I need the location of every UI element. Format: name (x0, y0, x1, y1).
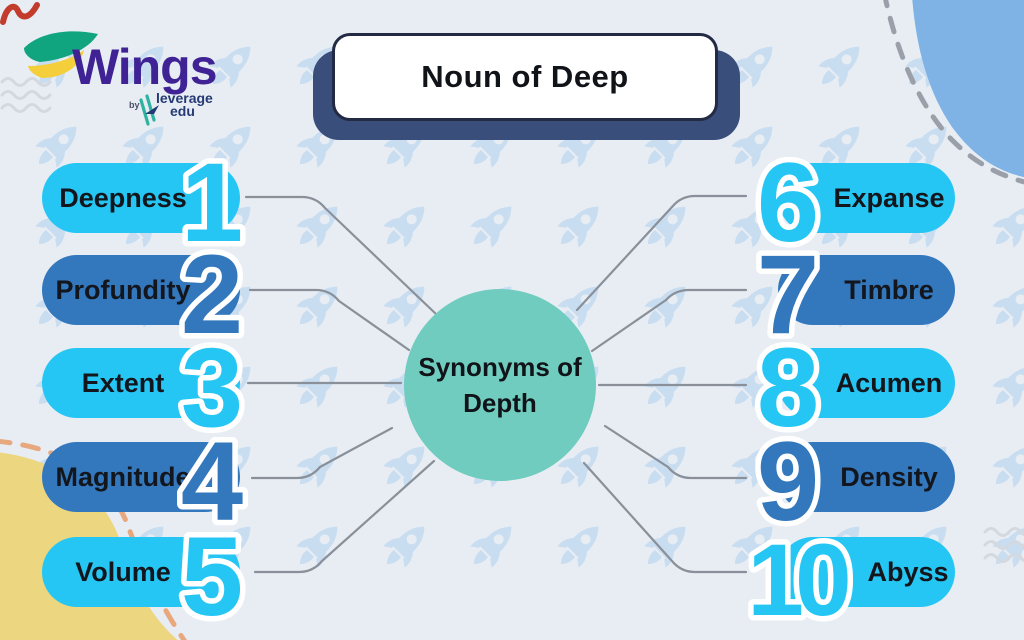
pill-number: 5 (175, 509, 248, 640)
page-title: Noun of Deep (421, 59, 629, 94)
synonym-pill-9: Density 9 (751, 414, 955, 550)
pill-label: Profundity (55, 274, 191, 305)
pill-shape (42, 255, 240, 325)
pill-shape (778, 537, 955, 607)
center-topic-circle: Synonyms of Depth (404, 289, 596, 481)
synonym-pill-1: Deepness 1 (42, 135, 249, 271)
pill-label: Deepness (59, 182, 187, 213)
pill-number: 6 (751, 135, 824, 271)
pill-number: 4 (175, 414, 248, 550)
pill-number: 9 (751, 414, 824, 550)
pill-shape (42, 442, 240, 512)
pill-number: 2 (175, 227, 248, 363)
pill-number: 10 (742, 518, 863, 640)
svg-text:9: 9 (757, 419, 819, 544)
synonym-pill-2: Profundity 2 (42, 227, 249, 363)
connector-lines (244, 194, 748, 574)
pill-number: 7 (751, 227, 824, 363)
synonym-pill-3: Extent 3 (42, 320, 249, 456)
synonym-pill-6: Expanse 6 (751, 135, 955, 271)
wave-lines-left (0, 77, 52, 113)
pill-number: 3 (175, 320, 248, 456)
blue-blob (912, 0, 1024, 178)
center-topic-line1: Synonyms of (418, 352, 582, 382)
pill-label: Density (840, 461, 938, 492)
pill-number: 1 (175, 135, 248, 271)
svg-text:10: 10 (747, 523, 848, 637)
svg-text:8: 8 (757, 325, 819, 450)
brand-block: Wings by leverage edu (0, 0, 260, 140)
svg-text:2: 2 (181, 232, 243, 357)
wave-lines-right (983, 527, 1024, 563)
center-topic-line2: Depth (463, 388, 537, 418)
svg-text:1: 1 (181, 140, 243, 265)
svg-text:5: 5 (181, 514, 243, 639)
pill-shape (42, 537, 240, 607)
pill-shape (778, 442, 955, 512)
brand-wordmark: Wings (72, 39, 218, 95)
svg-text:4: 4 (181, 419, 243, 544)
synonym-pill-4: Magnitude 4 (42, 414, 249, 550)
pill-shape (778, 255, 955, 325)
synonym-pill-10: Abyss 10 (742, 518, 955, 640)
svg-text:7: 7 (757, 232, 819, 357)
title-box: Noun of Deep (332, 33, 718, 121)
pill-shape (778, 163, 955, 233)
svg-text:3: 3 (181, 325, 243, 450)
pill-label: Timbre (844, 274, 934, 305)
pill-label: Expanse (833, 182, 945, 213)
pill-shape (42, 348, 240, 418)
pill-label: Volume (75, 556, 171, 587)
pill-label: Acumen (835, 367, 943, 398)
synonym-pill-8: Acumen 8 (751, 320, 955, 456)
pill-number: 8 (751, 320, 824, 456)
pill-label: Magnitude (55, 461, 191, 492)
pill-label: Abyss (867, 556, 949, 587)
pill-shape (778, 348, 955, 418)
pill-shape (42, 163, 240, 233)
red-squiggle (0, 2, 40, 25)
gray-dashed-arc (883, 0, 1024, 185)
leverage-edu-wordmark: leverage edu (156, 90, 213, 119)
leverage-edu-icon (139, 94, 159, 126)
wing-icon (24, 31, 98, 78)
pill-label: Extent (81, 367, 165, 398)
synonym-pill-7: Timbre 7 (751, 227, 955, 363)
svg-text:6: 6 (757, 140, 819, 265)
brand-by-label: by (129, 100, 140, 110)
synonym-pill-5: Volume 5 (42, 509, 249, 640)
